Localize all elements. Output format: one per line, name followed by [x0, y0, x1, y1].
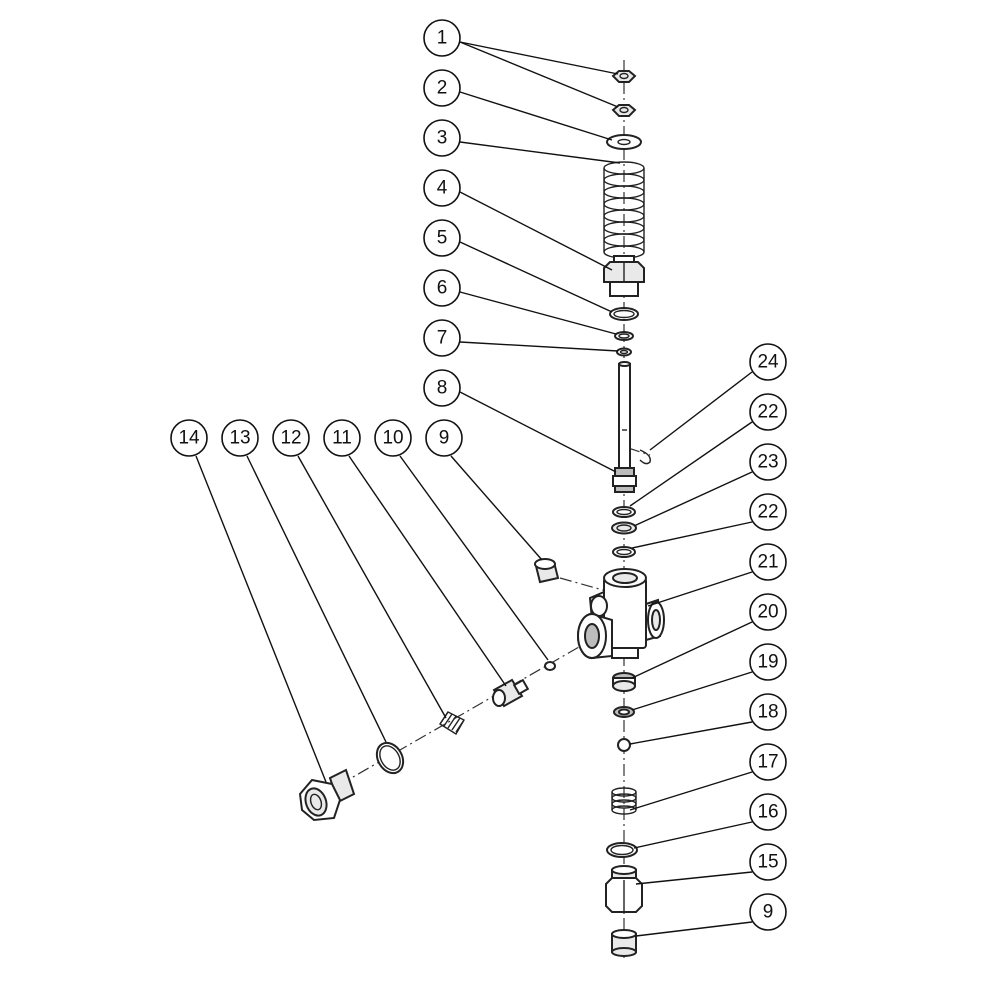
part-24-pin: [639, 449, 651, 465]
callout-balloon: 17: [749, 743, 787, 781]
callout-label: 10: [382, 428, 403, 449]
callout-balloon: 6: [423, 269, 461, 307]
callout-balloon: 9: [425, 419, 463, 457]
part-9-plug-left: [534, 558, 560, 584]
part-4-spring-seat: [603, 255, 645, 297]
part-8-piston-stem: [612, 361, 637, 493]
part-22-o-ring-upper: [612, 506, 636, 518]
part-7-o-ring: [616, 347, 632, 357]
part-3-spring: [603, 161, 645, 259]
callout-label: 14: [178, 428, 200, 449]
callout-balloon: 21: [749, 543, 787, 581]
part-10-o-ring: [544, 661, 556, 671]
callout-balloon: 10: [374, 419, 412, 457]
callout-label: 2: [437, 78, 448, 99]
callout-label: 16: [757, 802, 778, 823]
callout-label: 17: [757, 752, 778, 773]
part-1-nut-bottom: [611, 104, 637, 117]
callout-label: 5: [437, 228, 448, 249]
callout-label: 9: [439, 428, 450, 449]
callout-label: 11: [332, 428, 352, 449]
callout-balloon: 2: [423, 69, 461, 107]
callout-label: 18: [757, 702, 778, 723]
part-5-o-ring: [609, 307, 639, 321]
callout-balloon: 19: [749, 643, 787, 681]
part-20-seat: [612, 672, 636, 692]
leader-lines: [195, 41, 753, 937]
part-22-o-ring-lower: [612, 546, 636, 558]
part-21-valve-body: [577, 568, 665, 660]
callout-balloon: 11: [323, 419, 361, 457]
callout-label: 15: [757, 852, 778, 873]
callout-balloon: 16: [749, 793, 787, 831]
part-17-spring: [611, 787, 637, 815]
part-1-nut-top: [611, 70, 637, 83]
callout-balloon: 12: [272, 419, 310, 457]
part-13-o-ring: [375, 741, 405, 775]
callout-balloon: 20: [749, 593, 787, 631]
callout-label: 7: [437, 328, 448, 349]
callout-label: 21: [757, 552, 778, 573]
callout-label: 4: [437, 178, 448, 199]
part-18-ball: [617, 738, 631, 752]
part-23-backup-ring: [611, 521, 637, 535]
callout-balloon: 14: [170, 419, 208, 457]
callout-balloon: 9: [749, 893, 787, 931]
callout-balloon: 1: [423, 19, 461, 57]
callout-balloon: 23: [749, 443, 787, 481]
part-15-fitting: [605, 865, 643, 913]
callout-label: 22: [757, 402, 778, 423]
callout-balloon: 4: [423, 169, 461, 207]
callout-label: 9: [763, 902, 774, 923]
callout-label: 12: [280, 428, 301, 449]
callout-label: 24: [757, 352, 779, 373]
callout-balloon: 22: [749, 393, 787, 431]
callout-label: 6: [437, 278, 448, 299]
callout-balloon: 15: [749, 843, 787, 881]
callout-label: 1: [437, 28, 448, 49]
callout-label: 8: [437, 378, 448, 399]
callout-balloon: 3: [423, 119, 461, 157]
callout-balloon: 8: [423, 369, 461, 407]
callout-balloon: 5: [423, 219, 461, 257]
part-11-check-valve: [492, 678, 530, 708]
callout-label: 13: [229, 428, 250, 449]
callout-balloon: 24: [749, 343, 787, 381]
callout-label: 22: [757, 502, 778, 523]
callout-balloon: 22: [749, 493, 787, 531]
part-16-o-ring: [606, 842, 638, 858]
part-14-fitting: [298, 768, 356, 822]
part-9-plug-bottom: [611, 929, 637, 957]
assembly-axes: [319, 60, 651, 960]
callout-balloon: 18: [749, 693, 787, 731]
part-19-washer: [613, 706, 635, 718]
callout-label: 19: [757, 652, 778, 673]
part-2-washer: [606, 134, 642, 150]
callout-label: 3: [437, 128, 448, 149]
callout-label: 20: [757, 602, 778, 623]
callout-label: 23: [757, 452, 778, 473]
callout-balloon: 13: [221, 419, 259, 457]
part-6-o-ring: [614, 331, 634, 341]
callout-balloon: 7: [423, 319, 461, 357]
